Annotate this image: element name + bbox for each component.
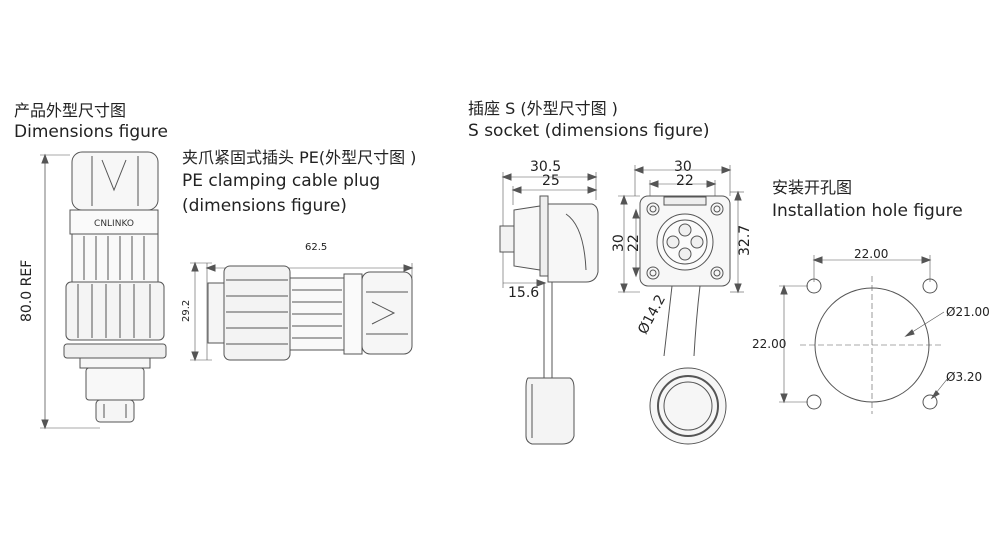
installation-hole-drawing [779,255,949,414]
socket-flange-width-dimension: 30 [674,159,692,175]
connector-assembly-drawing: CNLINKO [40,151,167,430]
install-cutout-diameter-dimension: Ø21.00 [946,305,990,319]
socket-body-depth-dimension: 25 [542,173,560,189]
install-title-cn: 安装开孔图 [772,178,853,197]
overall-ref-dimension: 80.0 REF [19,259,35,322]
socket-flange-depth-dimension: 30.5 [530,159,562,175]
install-title-en: Installation hole figure [772,201,963,221]
socket-title-en: S socket (dimensions figure) [468,121,710,141]
plug-drawing [190,261,414,362]
dimensions-title-en: Dimensions figure [14,122,168,142]
install-pitch-x-dimension: 22.00 [854,247,889,261]
socket-side-drawing [499,172,599,445]
plug-title-cn: 夹爪紧固式插头 PE(外型尺寸图 ) [182,148,417,167]
socket-panel-offset-dimension: 15.6 [508,285,540,301]
socket-hole-pitch-y-dimension: 22 [626,234,642,252]
svg-text:CNLINKO: CNLINKO [94,219,134,229]
socket-flange-height-dimension: 30 [611,234,627,252]
plug-title-en-line2: (dimensions figure) [182,196,347,216]
socket-title-cn: 插座 S (外型尺寸图 ) [468,99,618,118]
install-hole-diameter-dimension: Ø3.20 [946,370,983,384]
socket-hole-pitch-x-dimension: 22 [676,173,694,189]
socket-front-drawing [618,165,744,445]
plug-title-en-line1: PE clamping cable plug [182,171,381,191]
install-pitch-y-dimension: 22.00 [752,337,787,351]
dimensions-title-cn: 产品外型尺寸图 [14,101,127,120]
plug-diameter-dimension: 29.2 [181,299,192,322]
socket-overall-height-dimension: 32.7 [737,224,753,256]
plug-length-dimension: 62.5 [305,242,328,253]
